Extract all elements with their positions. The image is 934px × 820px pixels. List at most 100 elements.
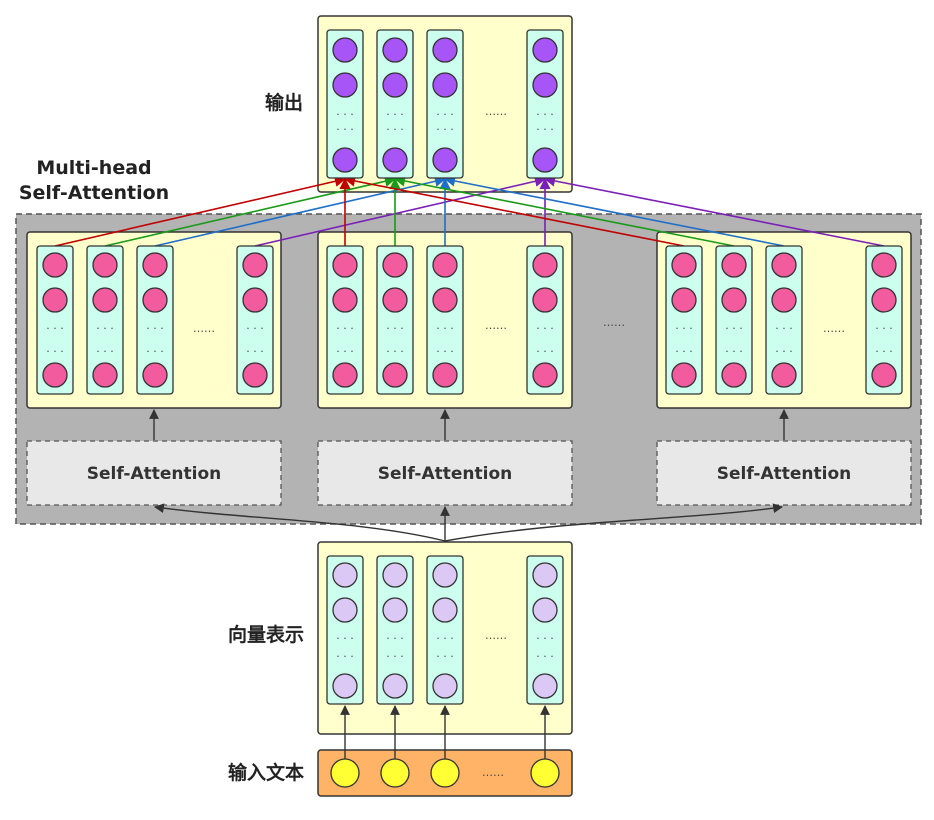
output-col-1-column: [326, 29, 364, 179]
head-3-col-3-node-1: [771, 252, 797, 278]
output-col-3-vdots-2: · · ·: [436, 123, 453, 136]
vector-col-4-node-2: [532, 597, 558, 623]
vector-col-2-node-1: [382, 562, 408, 588]
head-3-col-3-column: [765, 245, 803, 395]
head-3-ellipsis: ……: [823, 322, 845, 335]
output-col-1-vdots-2: · · ·: [336, 123, 353, 136]
vector-col-4-vdots-1: · · ·: [536, 632, 553, 645]
head-2-col-2-node-3: [382, 362, 408, 388]
head-3-col-3-node-3: [771, 362, 797, 388]
output-col-1-node-2: [332, 72, 358, 98]
head-3-col-3-vdots-1: · · ·: [775, 322, 792, 335]
head-3-col-1-node-2: [671, 287, 697, 313]
attention-links: [54, 175, 885, 247]
output-col-4-vdots-1: · · ·: [536, 108, 553, 121]
head-2-col-2-node-1: [382, 252, 408, 278]
vector-col-1-node-3: [332, 673, 358, 699]
head-1-col-2-node-2: [92, 287, 118, 313]
head-1-col-1-node-2: [42, 287, 68, 313]
head-2-col-2-node-2: [382, 287, 408, 313]
head-3-col-4-vdots-1: · · ·: [875, 322, 892, 335]
input-node-4: [530, 758, 560, 788]
input-node-1: [330, 758, 360, 788]
head-2-col-3-node-2: [432, 287, 458, 313]
vector-col-3-node-1: [432, 562, 458, 588]
self-attention-label-2: Self-Attention: [378, 464, 513, 484]
output-col-3-column: [426, 29, 464, 179]
vector-col-4-column: [526, 555, 564, 705]
head-3-col-4-column: [865, 245, 903, 395]
head-1-col-3-vdots-2: · · ·: [146, 345, 163, 358]
head-2-col-1-node-2: [332, 287, 358, 313]
head-1-col-1-node-1: [42, 252, 68, 278]
vector-col-1-vdots-2: · · ·: [336, 650, 353, 663]
output-col-3-node-3: [432, 147, 458, 173]
head-3-col-1-node-3: [671, 362, 697, 388]
vector-col-1-column: [326, 555, 364, 705]
head-3-col-2-node-1: [721, 252, 747, 278]
head-3-col-4-vdots-2: · · ·: [875, 345, 892, 358]
head-2-col-1-node-1: [332, 252, 358, 278]
head-1-col-2-node-1: [92, 252, 118, 278]
arrow-vector-to-sa-3: [444, 503, 783, 542]
head-1-col-4-vdots-2: · · ·: [246, 345, 263, 358]
head-1-col-3-column: [136, 245, 174, 395]
head-1-col-3-node-1: [142, 252, 168, 278]
head-2-col-2-vdots-2: · · ·: [386, 345, 403, 358]
head-3-col-3-node-2: [771, 287, 797, 313]
vector-col-1-node-1: [332, 562, 358, 588]
head-1-col-1-vdots-2: · · ·: [46, 345, 63, 358]
output-col-1-node-1: [332, 37, 358, 63]
output-col-4-column: [526, 29, 564, 179]
link-head-1-to-output-purple: [254, 175, 547, 247]
head-1-col-2-vdots-2: · · ·: [96, 345, 113, 358]
output-col-4-node-1: [532, 37, 558, 63]
output-col-2-vdots-1: · · ·: [386, 108, 403, 121]
output-col-4-node-3: [532, 147, 558, 173]
output-col-1-vdots-1: · · ·: [336, 108, 353, 121]
link-head-3-to-output-purple: [543, 175, 885, 247]
output-col-2-vdots-2: · · ·: [386, 123, 403, 136]
head-2-col-4-column: [526, 245, 564, 395]
output-ellipsis: ……: [485, 105, 507, 118]
output-col-4-vdots-2: · · ·: [536, 123, 553, 136]
vector-col-1-node-2: [332, 597, 358, 623]
head-2-col-4-node-3: [532, 362, 558, 388]
head-1-col-3-node-2: [142, 287, 168, 313]
head-3-col-1-vdots-1: · · ·: [675, 322, 692, 335]
vector-col-3-node-2: [432, 597, 458, 623]
vector-ellipsis: ……: [485, 629, 507, 642]
head-1-col-3-vdots-1: · · ·: [146, 322, 163, 335]
head-3-col-1-vdots-2: · · ·: [675, 345, 692, 358]
head-3-col-4-node-3: [871, 362, 897, 388]
head-1-col-4-node-1: [242, 252, 268, 278]
output-col-3-node-2: [432, 72, 458, 98]
arrow-vector-to-sa-1: [154, 503, 446, 542]
node-columns: · · · · · · · · · · · · · · · · · · · · · · · ·…: [36, 29, 903, 788]
output-col-3-node-1: [432, 37, 458, 63]
link-head-1-to-output-red: [54, 175, 347, 247]
head-2-col-3-node-1: [432, 252, 458, 278]
multihead-label-line2: Self-Attention: [19, 182, 169, 204]
head-1-ellipsis: ……: [193, 322, 215, 335]
input-node-3: [430, 758, 460, 788]
vector-col-2-vdots-2: · · ·: [386, 650, 403, 663]
self-attention-box-1: [26, 440, 282, 506]
output-col-2-node-1: [382, 37, 408, 63]
flow-arrows: [149, 409, 789, 759]
head-1-col-1-vdots-1: · · ·: [46, 322, 63, 335]
output-label: 输出: [265, 91, 303, 114]
head-1-col-4-node-2: [242, 287, 268, 313]
vector-col-3-vdots-2: · · ·: [436, 650, 453, 663]
head-2-col-2-vdots-1: · · ·: [386, 322, 403, 335]
head-1-col-2-column: [86, 245, 124, 395]
head-2-col-1-node-3: [332, 362, 358, 388]
head-2-col-3-column: [426, 245, 464, 395]
head-2-col-4-vdots-1: · · ·: [536, 322, 553, 335]
vector-col-2-column: [376, 555, 414, 705]
vectors-label: 向量表示: [228, 623, 304, 646]
head-1-col-1-node-3: [42, 362, 68, 388]
head-1-col-1-column: [36, 245, 74, 395]
head-3-col-4-node-1: [871, 252, 897, 278]
